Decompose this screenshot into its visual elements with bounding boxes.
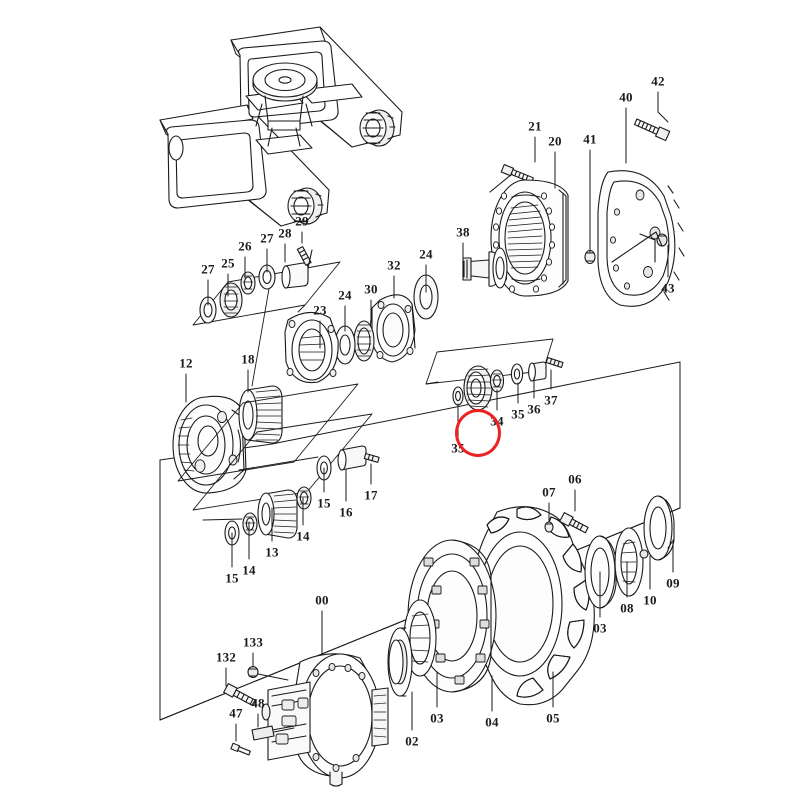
callout-label-20: 20 [548,133,562,149]
bearing-kit-upper [192,246,341,387]
callout-label-27: 27 [201,261,215,277]
callout-label-28: 28 [278,225,292,241]
hub-housing-assembly [489,118,685,307]
drum-and-gear-assembly [172,385,283,494]
callout-label-16: 16 [339,504,353,520]
callout-label-35: 35 [451,440,465,456]
callout-label-47: 47 [229,705,243,721]
callout-label-23: 23 [313,302,327,318]
callout-label-14: 14 [296,528,310,544]
callout-label-07: 07 [542,484,556,500]
callout-label-26: 26 [238,238,252,254]
callout-label-15: 15 [225,570,239,586]
callout-label-15: 15 [317,495,331,511]
callout-label-38: 38 [456,224,470,240]
callout-label-24: 24 [338,287,352,303]
callout-label-13: 13 [265,544,279,560]
callout-label-21: 21 [528,118,542,134]
callout-label-41: 41 [583,131,597,147]
callout-label-42: 42 [651,73,665,89]
callout-label-48: 48 [251,695,265,711]
highlighted-parts-kit [425,338,564,411]
leader-line-42 [657,91,669,123]
callout-label-35: 35 [511,406,525,422]
callout-label-27: 27 [260,230,274,246]
callout-label-40: 40 [619,89,633,105]
callout-label-04: 04 [485,714,499,730]
callout-label-132: 132 [215,649,237,665]
callout-label-32: 32 [387,257,401,273]
callout-label-10: 10 [643,592,657,608]
callout-label-14: 14 [242,562,256,578]
undercarriage-assembly-illustration [159,26,403,227]
callout-label-12: 12 [179,355,193,371]
callout-label-00: 00 [315,592,329,608]
callout-label-03: 03 [430,710,444,726]
callout-label-02: 02 [405,733,419,749]
callout-label-133: 133 [242,634,264,650]
callout-label-43: 43 [661,280,675,296]
callout-label-30: 30 [364,281,378,297]
callout-label-08: 08 [620,600,634,616]
callout-label-17: 17 [364,487,378,503]
callout-label-37: 37 [544,392,558,408]
callout-label-24: 24 [419,246,433,262]
callout-label-25: 25 [221,255,235,271]
callout-label-06: 06 [568,471,582,487]
callout-label-34: 34 [490,413,504,429]
callout-label-05: 05 [546,710,560,726]
callout-label-36: 36 [527,401,541,417]
callout-label-29: 29 [295,213,309,229]
planetary-gear-kit-lower [177,383,380,546]
callout-label-18: 18 [241,351,255,367]
callout-label-03: 03 [593,620,607,636]
sprocket-assembly [387,495,675,706]
travel-motor-assembly [223,653,389,787]
callout-label-09: 09 [666,575,680,591]
